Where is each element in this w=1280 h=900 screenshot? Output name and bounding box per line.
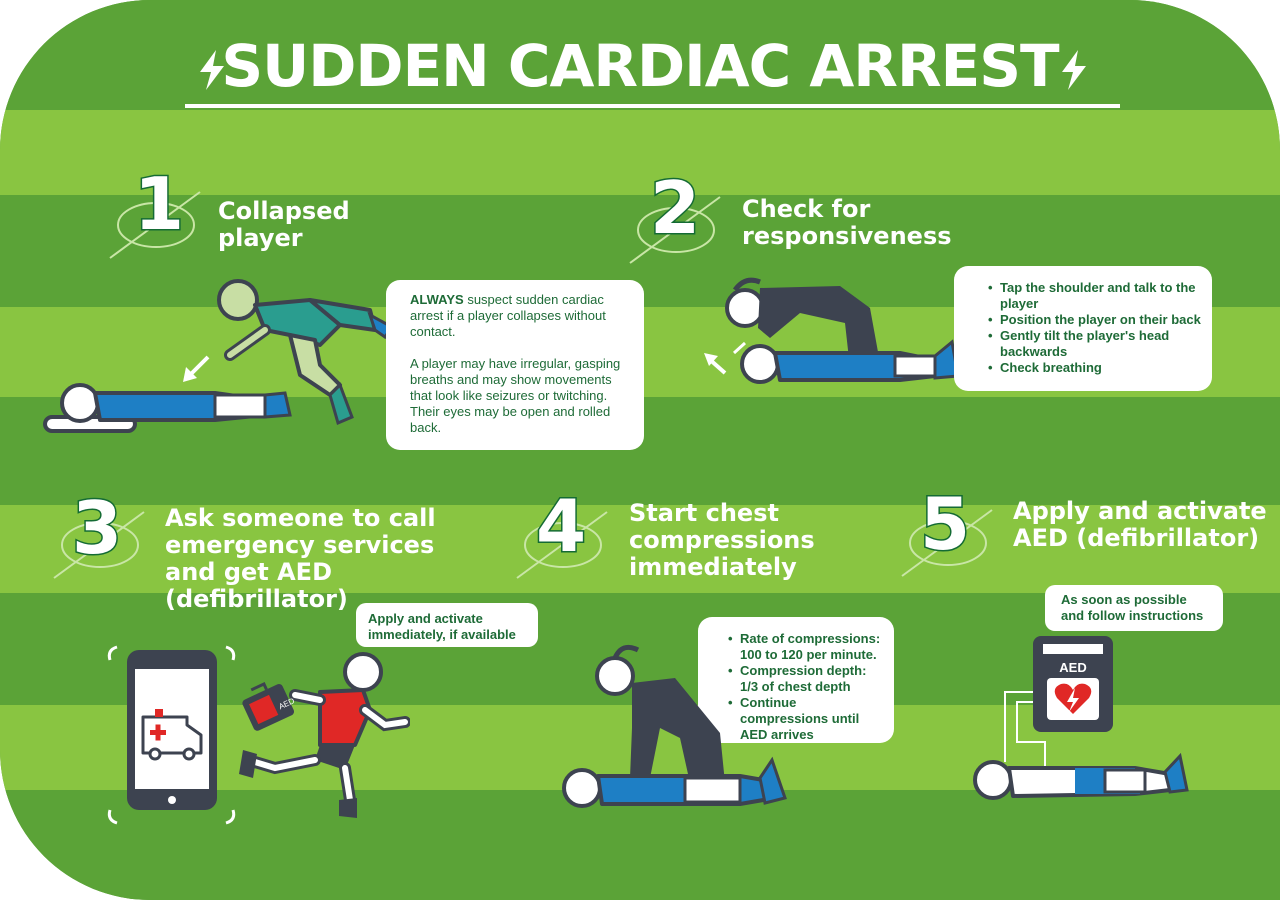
heading-line: Start chest <box>629 499 779 527</box>
emphasis-word: ALWAYS <box>410 292 464 307</box>
stripe <box>0 110 1280 195</box>
bullet-list: Tap the shoulder and talk to the player … <box>986 280 1202 376</box>
step-badge-ring-icon <box>629 196 721 264</box>
info-bubble: As soon as possible and follow instructi… <box>1045 585 1223 631</box>
info-bubble: Rate of compressions: 100 to 120 per min… <box>698 617 894 743</box>
step-badge-ring-icon <box>53 511 145 579</box>
running-player-illustration: AED <box>239 652 410 818</box>
aed-applied-illustration: AED <box>973 636 1189 800</box>
info-bubble: Tap the shoulder and talk to the player … <box>954 266 1212 391</box>
stripe <box>0 505 1280 593</box>
heading-line: immediately <box>629 553 797 581</box>
heading-line: Collapsed <box>218 197 350 225</box>
heading-line: responsiveness <box>742 222 952 250</box>
heading-line: player <box>218 224 303 252</box>
page-title: SUDDEN CARDIAC ARREST <box>221 32 1059 100</box>
step-number: 5 <box>918 482 971 566</box>
step-number: 1 <box>132 162 185 246</box>
info-bubble: ALWAYS suspect sudden cardiac arrest if … <box>386 280 644 450</box>
heading-line: AED (defibrillator) <box>1013 524 1260 552</box>
step-heading: Ask someone to call emergency services a… <box>165 505 436 613</box>
step-badge-ring-icon <box>901 509 993 577</box>
phone-icon <box>107 645 236 825</box>
step-heading: Check for responsiveness <box>742 196 952 250</box>
stripe <box>0 790 1280 900</box>
heading-line: emergency services <box>165 531 435 559</box>
aed-label: AED <box>1059 660 1086 675</box>
heading-line: Apply and activate <box>1013 497 1267 525</box>
collapsing-player-illustration <box>43 279 395 433</box>
step-heading: Collapsed player <box>218 198 350 252</box>
bubble-text: ALWAYS suspect sudden cardiac arrest if … <box>410 292 630 340</box>
heading-line: compressions <box>629 526 815 554</box>
heading-line: and get AED <box>165 558 332 586</box>
step-number: 3 <box>70 486 123 570</box>
step-number: 4 <box>534 484 587 568</box>
heading-line: (defibrillator) <box>165 585 348 613</box>
bubble-paragraph: A player may have irregular, gasping bre… <box>410 356 621 435</box>
list-item: Continue compressions until AED arrives <box>728 695 884 743</box>
bubble-text: Apply and activate immediately, if avail… <box>368 611 516 642</box>
info-bubble: Apply and activate immediately, if avail… <box>356 603 538 647</box>
chest-compression-illustration <box>562 644 787 808</box>
responder-checking-player-illustration <box>704 277 960 384</box>
bullet-list: Rate of compressions: 100 to 120 per min… <box>726 631 884 743</box>
list-item: Position the player on their back <box>988 312 1202 328</box>
list-item: Compression depth: 1/3 of chest depth <box>728 663 884 695</box>
step-number: 2 <box>648 166 701 250</box>
step-badge-ring-icon <box>109 191 201 259</box>
list-item: Check breathing <box>988 360 1202 376</box>
list-item: Tap the shoulder and talk to the player <box>988 280 1202 312</box>
step-heading: Apply and activate AED (defibrillator) <box>1013 498 1267 552</box>
list-item: Rate of compressions: 100 to 120 per min… <box>728 631 884 663</box>
lightning-bolt-icon <box>1062 50 1086 90</box>
bubble-text: As soon as possible and follow instructi… <box>1061 592 1204 623</box>
bubble-lead: suspect sudden cardiac arrest if a playe… <box>410 292 606 339</box>
lightning-bolt-icon <box>200 50 224 90</box>
list-item: Gently tilt the player's head backwards <box>988 328 1202 360</box>
heading-line: Ask someone to call <box>165 504 436 532</box>
step-badge-ring-icon <box>516 511 608 579</box>
heading-line: Check for <box>742 195 871 223</box>
step-heading: Start chest compressions immediately <box>629 500 815 581</box>
title-underline <box>185 104 1120 108</box>
